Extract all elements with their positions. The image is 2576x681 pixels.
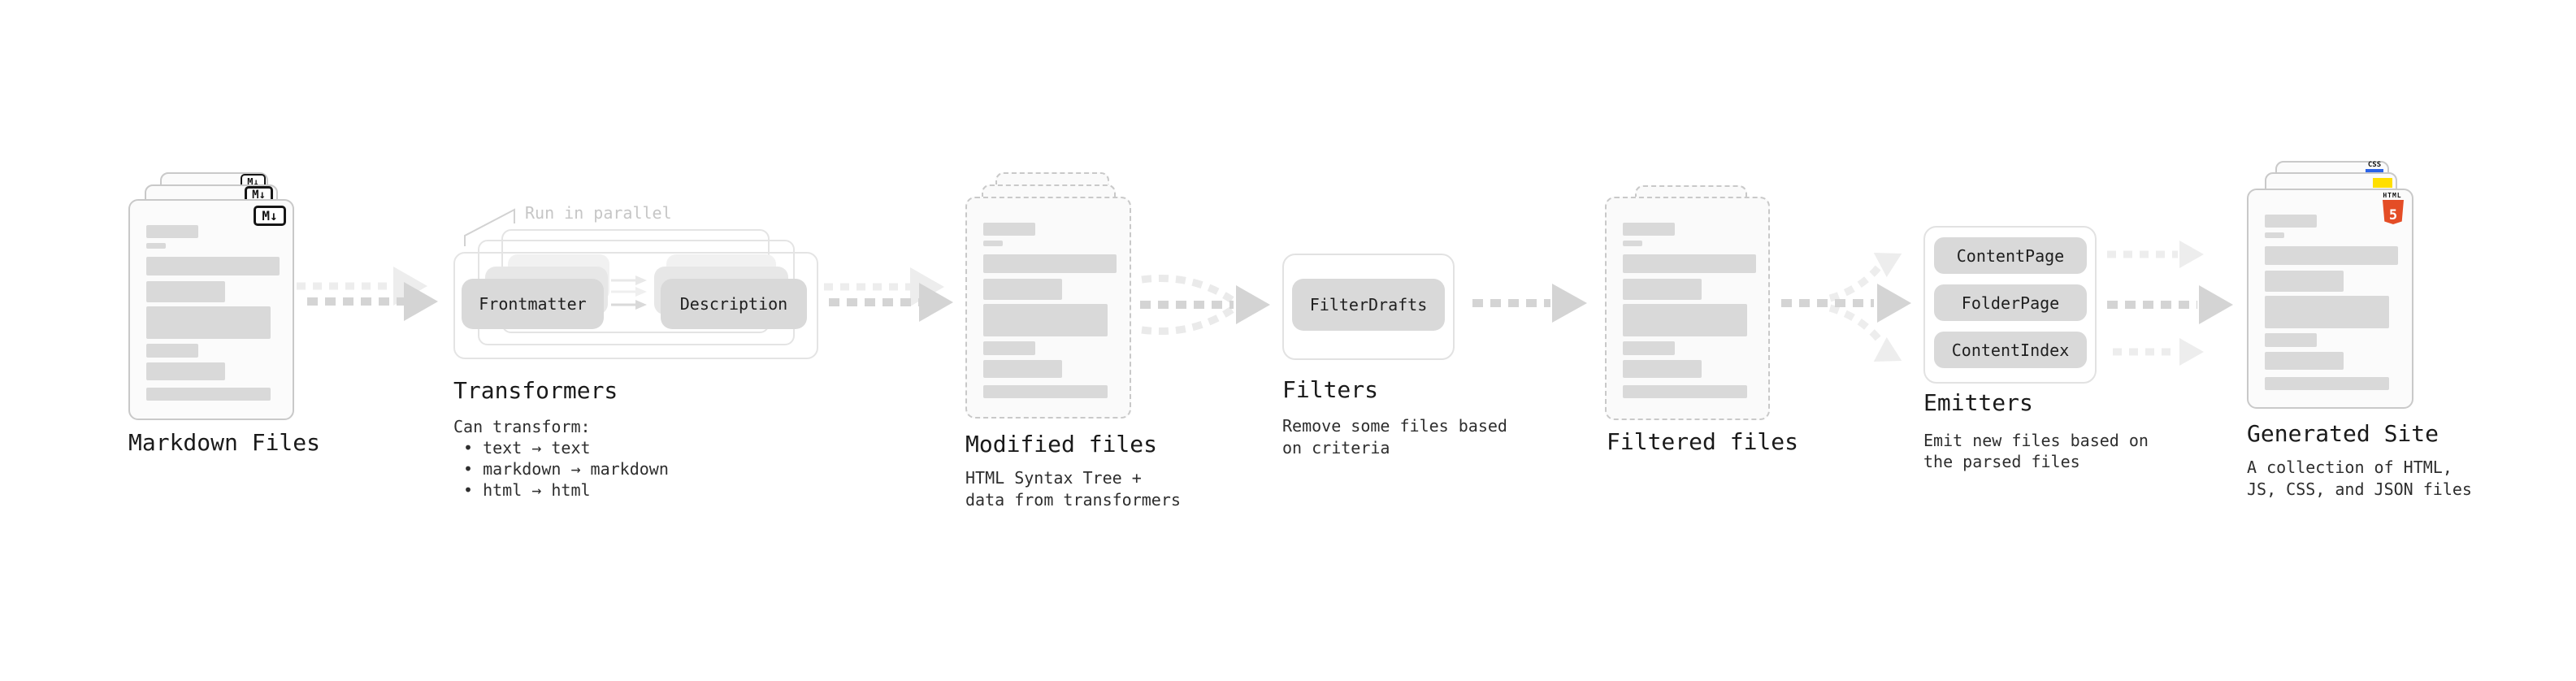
- content-bar: [2265, 377, 2389, 390]
- content-bar: [146, 362, 225, 380]
- content-bar: [1623, 279, 1702, 300]
- transformers-frame-front: [453, 252, 818, 359]
- emitter-node-contentindex: ContentIndex: [1934, 332, 2087, 368]
- run-in-parallel-note: Run in parallel: [525, 203, 672, 223]
- content-bar: [1623, 385, 1747, 398]
- content-bar: [1623, 304, 1747, 336]
- generated-site-caption-line2: JS, CSS, and JSON files: [2247, 479, 2472, 499]
- transformers-bullet: • text → text: [463, 438, 591, 458]
- content-bar: [146, 243, 166, 249]
- content-bar: [983, 360, 1062, 378]
- content-bar: [983, 223, 1035, 236]
- arrow-markdown-to-transformers: [297, 267, 438, 321]
- html5-icon-word: HTML: [2383, 192, 2402, 199]
- generated-card-html: [2247, 189, 2413, 409]
- transformers-bullet: • html → html: [463, 480, 591, 500]
- content-bar: [2265, 246, 2398, 265]
- content-bar: [2265, 352, 2344, 370]
- content-bar: [146, 281, 225, 302]
- content-bar: [146, 344, 198, 358]
- content-bar: [1623, 223, 1675, 236]
- content-bar: [146, 257, 280, 275]
- content-bar: [983, 341, 1035, 355]
- generated-site-caption-line1: A collection of HTML,: [2247, 458, 2452, 477]
- modified-file-card-front: [965, 197, 1131, 419]
- transformer-node-description: Description: [661, 279, 807, 329]
- filters-caption-line2: on criteria: [1282, 438, 1390, 458]
- content-bar: [2265, 215, 2317, 228]
- content-bar: [146, 388, 271, 401]
- filter-node-filterdrafts: FilterDrafts: [1292, 279, 1445, 331]
- css-icon: CSS: [2367, 161, 2382, 169]
- emitter-node-contentpage: ContentPage: [1934, 237, 2087, 274]
- content-bar: [1623, 254, 1756, 273]
- content-bar: [2265, 232, 2284, 238]
- content-bar: [983, 254, 1117, 273]
- emitters-caption-line2: the parsed files: [1923, 452, 2080, 471]
- content-bar: [1623, 241, 1642, 246]
- arrow-filtered-to-emitters: [1781, 253, 1911, 362]
- modified-files-caption-line2: data from transformers: [965, 490, 1181, 510]
- arrow-transformers-to-modified: [824, 267, 953, 322]
- content-bar: [1623, 341, 1675, 355]
- markdown-icon: M↓: [254, 206, 286, 226]
- transformers-bullet: • markdown → markdown: [463, 459, 669, 479]
- content-bar: [983, 241, 1003, 246]
- html5-icon: 5: [2383, 200, 2404, 224]
- emitters-caption-line1: Emit new files based on: [1923, 431, 2149, 450]
- content-bar: [1623, 360, 1702, 378]
- content-bar: [146, 225, 198, 238]
- transformers-caption: Can transform:: [453, 417, 591, 436]
- filtered-files-label: Filtered files: [1607, 428, 1799, 455]
- markdown-file-card-front: [128, 199, 294, 420]
- arrow-filters-to-filtered: [1472, 284, 1587, 323]
- js-icon: [2373, 178, 2392, 188]
- emitter-node-folderpage: FolderPage: [1934, 284, 2087, 321]
- css-icon-underline: [2366, 169, 2383, 172]
- svg-text:5: 5: [2389, 207, 2397, 223]
- modified-files-caption-line1: HTML Syntax Tree +: [965, 468, 1142, 488]
- content-bar: [2265, 296, 2389, 328]
- content-bar: [2265, 333, 2317, 347]
- modified-files-label: Modified files: [965, 431, 1158, 458]
- arrow-modified-to-filters: [1140, 274, 1270, 336]
- content-bar: [983, 279, 1062, 300]
- filters-title: Filters: [1282, 376, 1379, 403]
- content-bar: [983, 385, 1108, 398]
- content-bar: [146, 306, 271, 339]
- emitters-title: Emitters: [1923, 389, 2033, 416]
- transformers-title: Transformers: [453, 377, 618, 404]
- filters-caption-line1: Remove some files based: [1282, 416, 1507, 436]
- arrow-emitters-to-generated: [2107, 241, 2233, 366]
- content-bar: [2265, 271, 2344, 292]
- content-bar: [983, 304, 1108, 336]
- filtered-file-card-front: [1605, 197, 1770, 420]
- markdown-files-label: Markdown Files: [128, 429, 321, 456]
- transformer-node-frontmatter: Frontmatter: [462, 279, 604, 329]
- generated-site-label: Generated Site: [2247, 420, 2439, 447]
